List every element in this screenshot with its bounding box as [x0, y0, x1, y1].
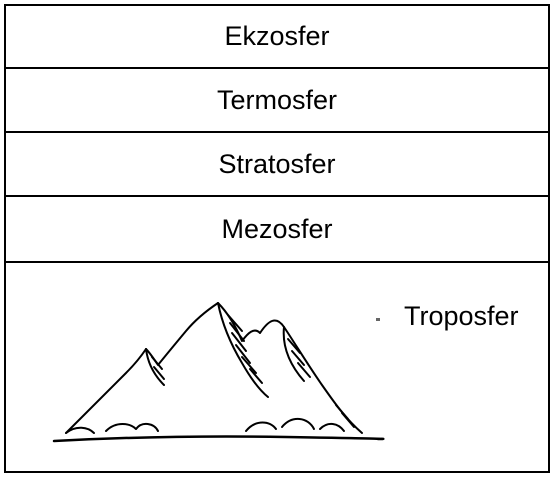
layer-stratosfer: Stratosfer [4, 133, 550, 197]
layer-label-troposfer: Troposfer [404, 301, 519, 331]
layer-label-mezosfer: Mezosfer [221, 213, 333, 244]
layer-label-stratosfer: Stratosfer [218, 148, 336, 179]
layer-label-ekzosfer: Ekzosfer [224, 21, 330, 51]
mountain-icon [52, 302, 385, 443]
layer-label-termosfer: Termosfer [216, 84, 338, 115]
layer-mezosfer: Mezosfer [4, 197, 550, 263]
layer-ekzosfer: Ekzosfer [4, 4, 550, 69]
layer-troposfer: Troposfer [4, 263, 550, 473]
label-pointer-dot [376, 318, 380, 321]
layer-termosfer: Termosfer [4, 69, 550, 133]
